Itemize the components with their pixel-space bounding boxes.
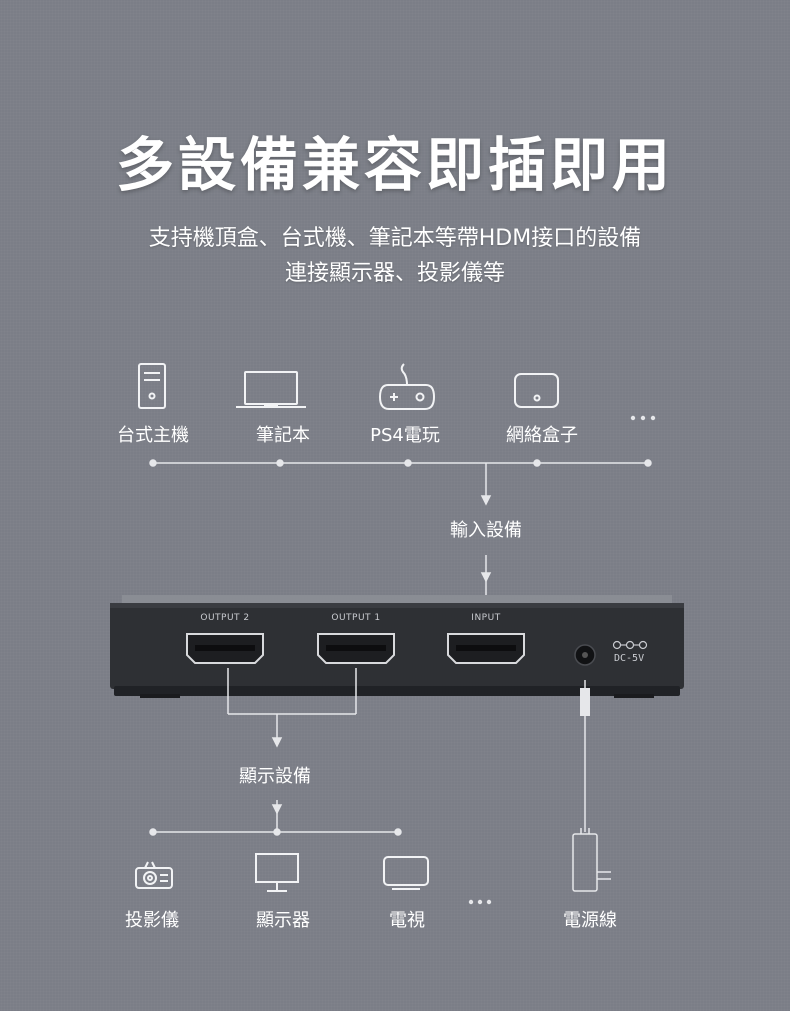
dc-power-jack [574,644,596,666]
tv-icon [383,856,429,890]
more-icon [630,415,656,421]
subtitle-line-2: 連接顯示器、投影儀等 [284,261,505,286]
output-caption: 顯示設備 [239,766,311,787]
hdmi-port-input [447,633,525,664]
port-label-output-1: OUTPUT 1 [331,613,381,623]
set-top-box-icon [514,373,559,408]
hdmi-port-output-1 [317,633,395,664]
power-adapter-icon [572,828,611,892]
output-device-label-tv: 電視 [389,910,425,931]
output-device-label-monitor: 顯示器 [256,910,310,931]
power-label: 電源線 [563,910,617,931]
page-title: 多設備兼容即插即用 [115,131,674,199]
monitor-icon [255,853,299,892]
power-cable [580,680,590,832]
desktop-tower-icon [138,363,166,409]
output-device-label-projector: 投影儀 [125,910,179,931]
more-icon [468,899,492,905]
polarity-icon [612,640,648,650]
input-device-label-network-box: 網絡盒子 [506,425,578,446]
gamepad-icon [378,363,436,410]
hdmi-splitter-device [110,595,684,698]
input-device-label-laptop: 筆記本 [256,425,310,446]
dc-label: DC-5V [614,653,645,664]
port-label-output-2: OUTPUT 2 [200,613,250,623]
input-caption: 輸入設備 [450,520,522,541]
subtitle-line-1: 支持機頂盒、台式機、筆記本等帶HDM接口的設備 [148,226,642,251]
laptop-icon [236,371,306,408]
input-device-label-desktop: 台式主機 [117,425,189,446]
input-device-label-ps4: PS4電玩 [370,425,440,446]
port-label-input: INPUT [471,613,501,623]
hdmi-port-output-2 [186,633,264,664]
projector-icon [135,861,173,889]
